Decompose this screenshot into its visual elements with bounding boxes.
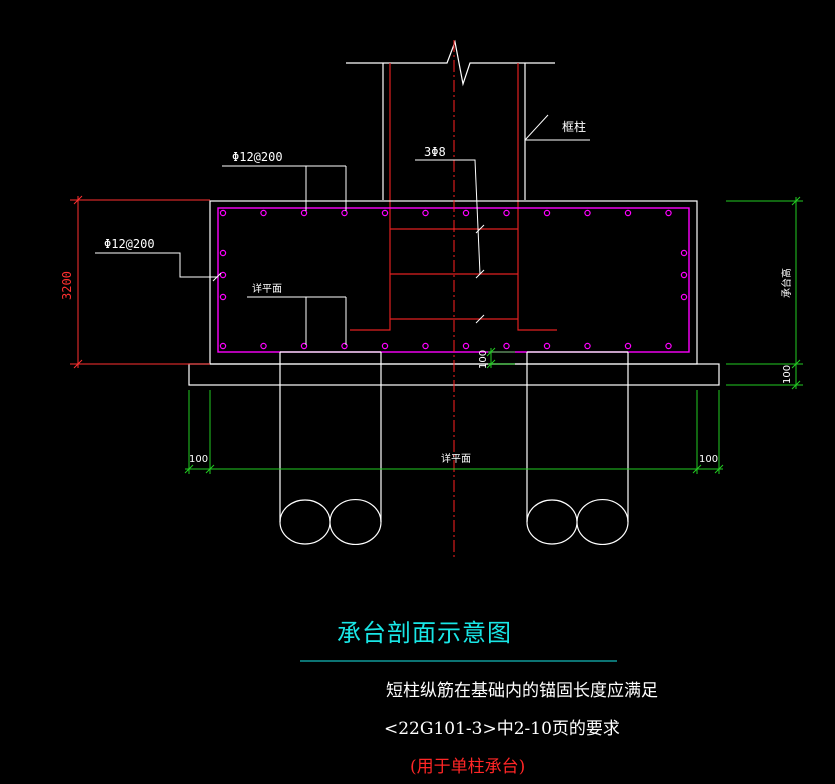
rebar-dot [300,209,308,217]
column-break-line [346,39,555,87]
rebar-dot [219,249,227,257]
rebar-dot [260,209,267,217]
note-line-3: (用于单柱承台) [410,757,525,777]
rebar-dot [381,209,389,217]
label-side-bar: Φ12@200 [104,237,155,251]
label-cap-height-right: 承台高 [780,268,793,298]
label-right-100: 100 [699,454,718,465]
rebar-dot [503,209,510,217]
rebar-dot [219,271,227,279]
rebar-dot [260,342,267,350]
rebar-dot [462,342,470,350]
label-top-bar: Φ12@200 [232,150,283,164]
rebar-dot [381,342,389,350]
rebar-dot [219,293,227,301]
rebar-dot [422,342,429,350]
rebar-dot [300,342,308,350]
rebar-dot [680,293,688,301]
rebar-dot [584,209,591,217]
rebar-dot [624,209,632,217]
dim-right [726,196,803,390]
rebar-dot [624,342,632,350]
label-flat-face-left: 详平面 [252,282,282,295]
label-left-100: 100 [189,454,208,465]
note-line-1: 短柱纵筋在基础内的锚固长度应满足 [386,681,658,701]
rebar-dot [680,249,688,257]
rebar-dot [543,342,551,350]
diagram-title: 承台剖面示意图 [337,619,512,647]
rebar-dot [680,271,688,279]
note-line-2: <22G101-3>中2-10页的要求 [384,719,620,739]
rebar-dot [219,342,227,350]
label-cap-height-vertical: 3200 [60,271,74,300]
dim-cap-height-left [70,195,210,369]
column-longitudinal-bars [350,63,557,331]
rebar-dot [422,209,429,217]
leader-lines [95,114,590,345]
pile-left [279,351,382,546]
stirrup-ticks [212,224,485,324]
rebar-dots [219,209,688,350]
dim-bottom-100 [486,347,515,369]
rebar-dot [665,209,672,217]
label-bottom-100: 100 [478,350,489,369]
label-flat-face-bottom: 详平面 [441,452,471,465]
rebar-dot [503,342,510,350]
column-outline [382,63,526,200]
dim-bottom-horizontal [184,390,724,474]
rebar-dot [341,209,348,217]
label-stirrup: 3Φ8 [424,145,446,159]
label-cushion-100: 100 [782,365,793,384]
rebar-dot [543,209,551,217]
rebar-dot [219,209,227,217]
rebar-dot [584,342,591,350]
pile-right [526,351,629,546]
rebar-dot [341,342,348,350]
label-column: 框柱 [562,119,586,134]
rebar-dot [462,209,470,217]
rebar-dot [665,342,672,350]
